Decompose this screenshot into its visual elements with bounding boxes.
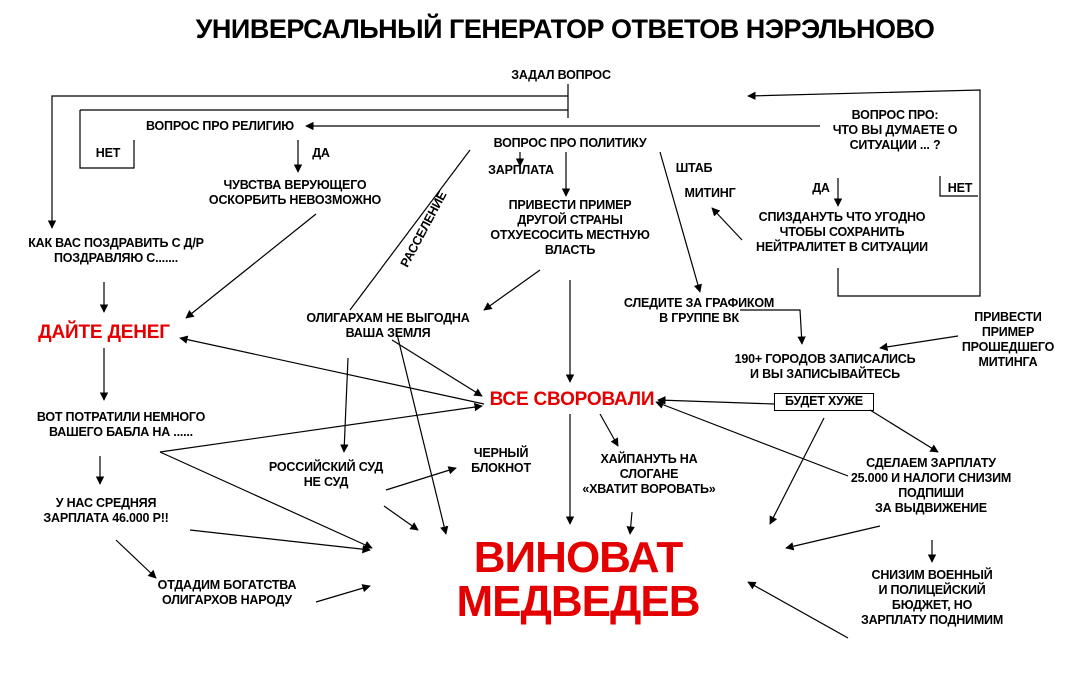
edge-neutral-rally: [711, 207, 743, 241]
node-opinion-question: ВОПРОС ПРО: ЧТО ВЫ ДУМАЕТЕ О СИТУАЦИИ ..…: [832, 108, 958, 152]
node-asked-question: ЗАДАЛ ВОПРОС: [511, 68, 611, 82]
edge-wealth-medvedev: [315, 584, 371, 603]
node-birthday-greeting: КАК ВАС ПОЗДРАВИТЬ С Д/Р ПОЗДРАВЛЯЮ С...…: [28, 236, 204, 265]
edge-budget-medvedev: [747, 581, 849, 639]
edge-right-loop: [837, 134, 981, 297]
node-hype-slogan: ХАЙПАНУТЬ НА СЛОГАНЕ «ХВАТИТ ВОРОВАТЬ»: [582, 452, 716, 496]
node-average-salary: У НАС СРЕДНЯЯ ЗАРПЛАТА 46.000 Р!!: [43, 496, 169, 525]
edge-pastrally-cities: [879, 335, 959, 352]
edge-salary25-medvedev: [785, 525, 881, 551]
edge-oligarchs-court: [340, 357, 349, 453]
edge-no-right: [939, 176, 978, 197]
node-medvedev-guilty: ВИНОВАТ МЕДВЕДЕВ: [456, 533, 701, 626]
node-give-money: ДАЙТЕ ДЕНЕГ: [38, 322, 170, 343]
node-will-be-worse: БУДЕТ ХУЖЕ: [774, 393, 874, 411]
node-give-wealth: ОТДАДИМ БОГАТСТВА ОЛИГАРХОВ НАРОДУ: [157, 578, 297, 607]
edge-worse-medvedev: [769, 417, 825, 525]
node-spent-your-money: ВОТ ПОТРАТИЛИ НЕМНОГО ВАШЕГО БАБЛА НА ..…: [36, 410, 206, 439]
label-hq: ШТАБ: [675, 161, 713, 175]
node-cities-signed-up: 190+ ГОРОДОВ ЗАПИСАЛИСЬ И ВЫ ЗАПИСЫВАЙТЕ…: [734, 352, 916, 381]
label-no-right: НЕТ: [947, 181, 973, 195]
edge-slogan-medvedev: [626, 511, 635, 535]
edge-feelings-money: [185, 213, 317, 319]
edge-avg-wealth: [115, 539, 157, 579]
edge-spent-stolen: [159, 402, 483, 453]
node-religion-question: ВОПРОС ПРО РЕЛИГИЮ: [146, 119, 294, 133]
node-believers-feelings: ЧУВСТВА ВЕРУЮЩЕГО ОСКОРБИТЬ НЕВОЗМОЖНО: [208, 178, 382, 207]
node-all-stolen: ВСЕ СВОРОВАЛИ: [489, 389, 655, 410]
node-other-country-example: ПРИВЕСТИ ПРИМЕР ДРУГОЙ СТРАНЫ ОТХУЕСОСИТ…: [490, 198, 650, 257]
edge-religion-no: [79, 110, 135, 169]
edge-stolen-money: [179, 335, 485, 405]
label-no-left: НЕТ: [95, 146, 121, 160]
label-yes-opinion: ДА: [812, 181, 830, 195]
edge-loop-top: [47, 95, 568, 229]
edge-cities-salary25: [869, 409, 939, 453]
edge-oligarchs-stolen: [391, 339, 483, 397]
edge-avg-medvedev: [189, 529, 371, 554]
edge-schedule-cities: [740, 309, 806, 345]
node-past-rally-example: ПРИВЕСТИ ПРИМЕР ПРОШЕДШЕГО МИТИНГА: [961, 310, 1055, 369]
edge-right-top: [747, 89, 981, 134]
edge-example-oligarchs: [483, 269, 541, 311]
node-keep-neutral: СПИЗДАНУТЬ ЧТО УГОДНО ЧТОБЫ СОХРАНИТЬ НЕ…: [756, 210, 928, 254]
edge-politics-resettle: [349, 149, 471, 311]
label-salary: ЗАРПЛАТА: [488, 163, 554, 177]
edge-court-notebook: [385, 466, 457, 491]
node-follow-schedule: СЛЕДИТЕ ЗА ГРАФИКОМ В ГРУППЕ ВК: [623, 296, 775, 325]
node-black-notebook: ЧЕРНЫЙ БЛОКНОТ: [471, 446, 531, 475]
edge-salary25-stolen: [655, 400, 849, 477]
edge-politics-schedule: [659, 151, 702, 293]
label-yes-religion: ДА: [312, 146, 330, 160]
label-rally: МИТИНГ: [684, 186, 736, 200]
edge-court-medvedev: [383, 505, 419, 531]
edge-oligarchs-medvedev: [395, 329, 449, 535]
node-cut-budget: СНИЗИМ ВОЕННЫЙ И ПОЛИЦЕЙСКИЙ БЮДЖЕТ, НО …: [860, 568, 1004, 627]
edge-worse-stolen: [657, 396, 775, 405]
diagram-title: УНИВЕРСАЛЬНЫЙ ГЕНЕРАТОР ОТВЕТОВ НЭРЭЛЬНО…: [195, 14, 935, 44]
node-politics-question: ВОПРОС ПРО ПОЛИТИКУ: [493, 136, 647, 150]
node-salary-25000: СДЕЛАЕМ ЗАРПЛАТУ 25.000 И НАЛОГИ СНИЗИМ …: [850, 456, 1012, 515]
node-russian-court: РОССИЙСКИЙ СУД НЕ СУД: [268, 460, 384, 489]
edge-spent-medvedev: [159, 451, 373, 549]
node-oligarchs-land: ОЛИГАРХАМ НЕ ВЫГОДНА ВАША ЗЕМЛЯ: [306, 311, 470, 340]
edge-stolen-slogan: [599, 413, 619, 447]
